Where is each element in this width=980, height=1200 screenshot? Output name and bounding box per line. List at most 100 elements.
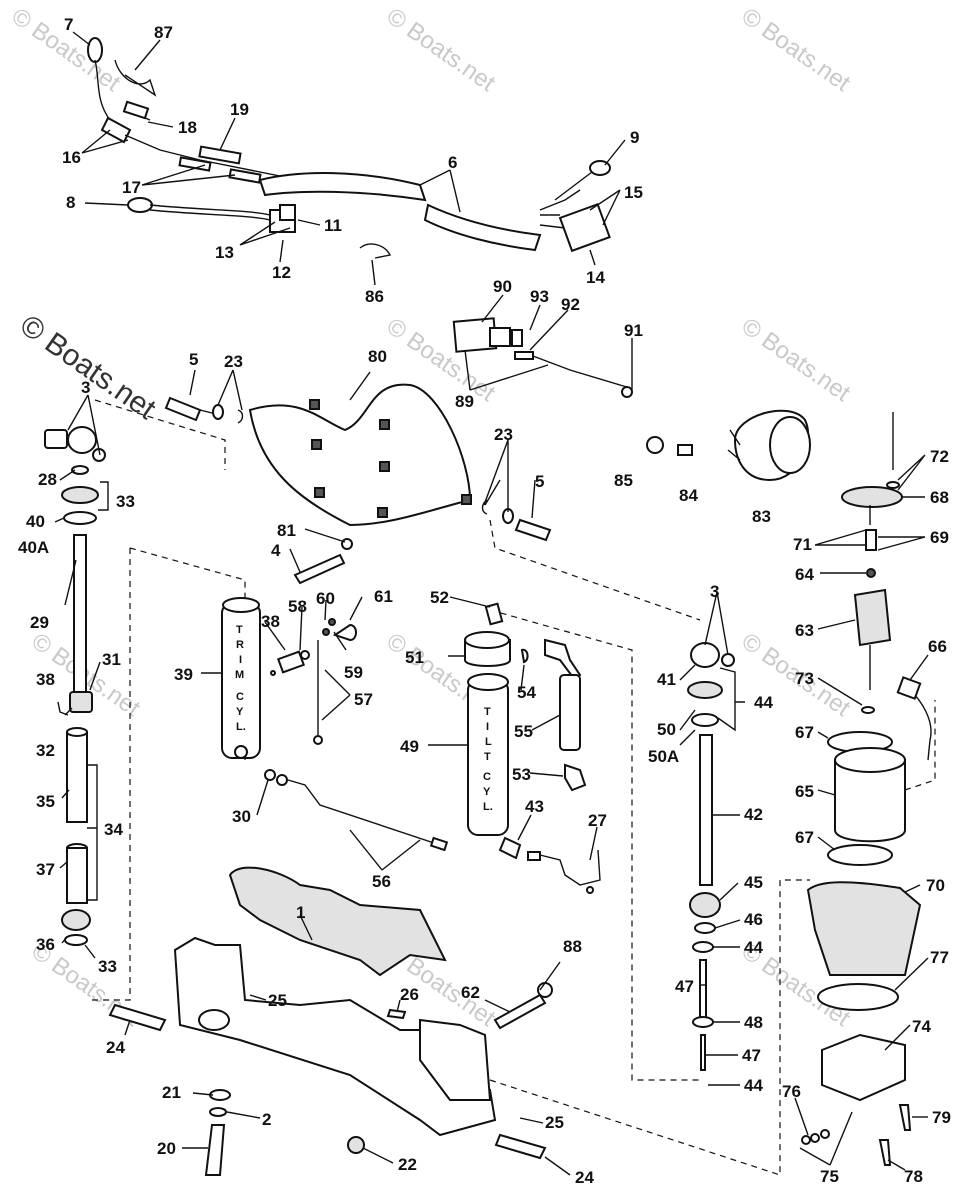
callout-24-right: 24 (575, 1168, 594, 1187)
callout-91: 91 (624, 321, 643, 340)
callout-61: 61 (374, 587, 393, 606)
callout-31: 31 (102, 650, 121, 669)
callout-35: 35 (36, 792, 55, 811)
callout-90: 90 (493, 277, 512, 296)
callout-46: 46 (744, 910, 763, 929)
callout-56: 56 (372, 872, 391, 891)
callout-74: 74 (912, 1017, 931, 1036)
callout-86: 86 (365, 287, 384, 306)
callout-36: 36 (36, 935, 55, 954)
callout-78: 78 (904, 1167, 923, 1186)
callout-1: 1 (296, 903, 305, 922)
callout-49: 49 (400, 737, 419, 756)
callout-4: 4 (271, 541, 281, 560)
trim-cylinder-label-2: R (236, 639, 244, 651)
trim-cylinder-label-3: I (239, 654, 242, 666)
callout-3-left: 3 (81, 378, 90, 397)
tilt-cylinder-label-6: Y (483, 786, 491, 798)
callout-69: 69 (930, 528, 949, 547)
callout-84: 84 (679, 486, 698, 505)
callout-26: 26 (400, 985, 419, 1004)
callout-14: 14 (586, 268, 605, 287)
callout-80: 80 (368, 347, 387, 366)
trim-cylinder-label-6: Y (236, 706, 244, 718)
callout-67-bottom: 67 (795, 828, 814, 847)
callout-71: 71 (793, 535, 812, 554)
callout-17: 17 (122, 178, 141, 197)
callout-77: 77 (930, 948, 949, 967)
bracket-plate-80 (248, 383, 472, 527)
callout-48: 48 (744, 1013, 763, 1032)
callout-23-left: 23 (224, 352, 243, 371)
callout-87: 87 (154, 23, 173, 42)
callout-42: 42 (744, 805, 763, 824)
callout-45: 45 (744, 873, 763, 892)
trim-cylinder-label-7: L. (236, 721, 246, 733)
tilt-cylinder-label-5: C (483, 771, 491, 783)
tilt-cylinder-label-2: I (486, 721, 489, 733)
tilt-pin-assembly (687, 642, 735, 1071)
trim-cylinder-label-5: C (236, 691, 244, 703)
callout-63: 63 (795, 621, 814, 640)
callout-60: 60 (316, 589, 335, 608)
trim-pin-assembly (44, 426, 106, 946)
callout-32: 32 (36, 741, 55, 760)
trim-cylinder: T R I M C Y L. (221, 597, 357, 759)
tilt-cylinder-label-1: T (484, 706, 491, 718)
callout-92: 92 (561, 295, 580, 314)
callout-25-right: 25 (545, 1113, 564, 1132)
callout-8: 8 (66, 193, 75, 212)
callout-66: 66 (928, 637, 947, 656)
callout-33-top: 33 (116, 492, 135, 511)
trim-gauge-group (646, 409, 811, 482)
callout-13: 13 (215, 243, 234, 262)
callout-28: 28 (38, 470, 57, 489)
callout-50: 50 (657, 720, 676, 739)
callout-93: 93 (530, 287, 549, 306)
callout-40: 40 (26, 512, 45, 531)
trim-cylinder-label-1: T (236, 624, 243, 636)
callout-58: 58 (288, 597, 307, 616)
hydraulic-lines (264, 769, 601, 894)
callout-65: 65 (795, 782, 814, 801)
callout-38-mid: 38 (261, 612, 280, 631)
bolts-group (164, 396, 552, 585)
tilt-cylinder-label-3: L (485, 736, 492, 748)
callout-40a: 40A (18, 538, 49, 557)
callout-33-bottom: 33 (98, 957, 117, 976)
callout-3-right: 3 (710, 582, 719, 601)
callout-70: 70 (926, 876, 945, 895)
callout-27: 27 (588, 811, 607, 830)
callout-54: 54 (517, 683, 536, 702)
watermark-layer: © Boats.net © Boats.net © Boats.net © Bo… (7, 3, 856, 1032)
callout-41: 41 (657, 670, 676, 689)
callout-7: 7 (64, 15, 73, 34)
callout-52: 52 (430, 588, 449, 607)
callout-18: 18 (178, 118, 197, 137)
callout-67-top: 67 (795, 723, 814, 742)
trim-cylinder-label-4: M (235, 669, 244, 681)
callout-62: 62 (461, 983, 480, 1002)
callout-47-top: 47 (675, 977, 694, 996)
callout-73: 73 (795, 669, 814, 688)
callout-89: 89 (455, 392, 474, 411)
callout-50a: 50A (648, 747, 679, 766)
tilt-cylinder-label-4: T (484, 751, 491, 763)
callout-23-right: 23 (494, 425, 513, 444)
callout-5-right: 5 (535, 472, 544, 491)
callout-38-left: 38 (36, 670, 55, 689)
callout-21: 21 (162, 1083, 181, 1102)
tilt-cylinder-label-7: L. (483, 801, 493, 813)
callout-64: 64 (795, 565, 814, 584)
callout-43: 43 (525, 797, 544, 816)
callout-55: 55 (514, 722, 533, 741)
callouts: 7 87 18 19 16 17 8 13 12 11 6 9 15 14 86… (18, 15, 951, 1187)
callout-44-mid: 44 (744, 938, 763, 957)
callout-34: 34 (104, 820, 123, 839)
callout-15: 15 (624, 183, 643, 202)
callout-22: 22 (398, 1155, 417, 1174)
watermark-primary: © Boats.net (14, 309, 162, 427)
callout-53: 53 (512, 765, 531, 784)
callout-5-left: 5 (189, 350, 198, 369)
callout-88: 88 (563, 937, 582, 956)
